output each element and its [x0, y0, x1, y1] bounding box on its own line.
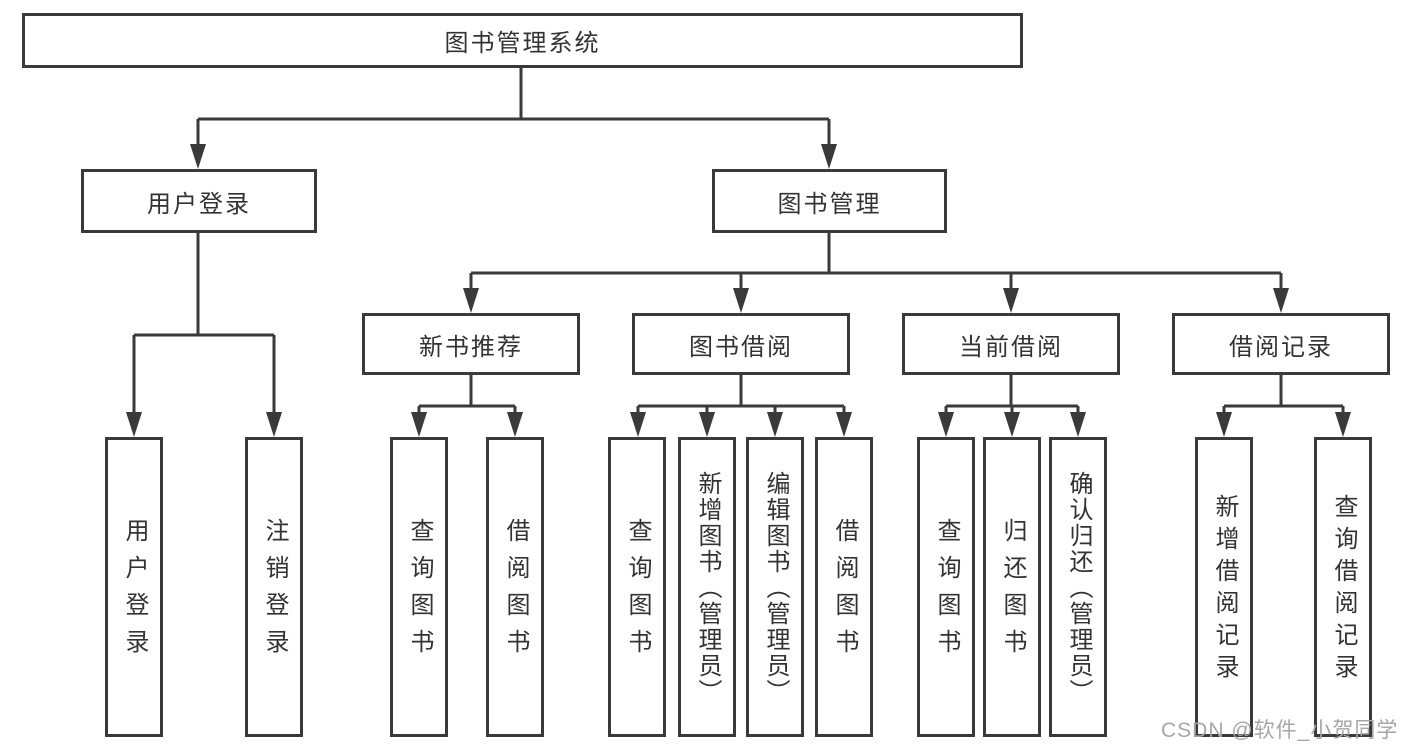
node-label: 图书管理	[777, 190, 882, 218]
node-book-management: 图书管理	[712, 169, 947, 233]
leaf-logout: 注销登录	[245, 437, 303, 737]
node-label: 新书推荐	[419, 333, 523, 361]
csdn-watermark: CSDN @软件_小贺同学	[1161, 719, 1399, 742]
node-label: 用户登录	[147, 190, 251, 218]
node-library-system: 图书管理系统	[22, 13, 1023, 68]
leaf-add-books-admin: 新增图书（管理员）	[678, 437, 736, 737]
leaf-query-borrow-record: 查询借阅记录	[1314, 437, 1372, 737]
leaf-label: 新增图书（管理员）	[694, 470, 721, 705]
node-current-borrow: 当前借阅	[902, 313, 1120, 375]
leaf-user-login: 用户登录	[105, 437, 163, 737]
leaf-label: 查询图书	[624, 517, 651, 666]
node-label: 图书借阅	[689, 333, 793, 361]
leaf-borrow-books: 借阅图书	[815, 437, 873, 737]
leaf-label: 用户登录	[121, 517, 148, 666]
leaf-edit-books-admin: 编辑图书（管理员）	[746, 437, 804, 737]
node-user-login: 用户登录	[81, 169, 317, 233]
leaf-add-borrow-record: 新增借阅记录	[1195, 437, 1253, 737]
leaf-label: 编辑图书（管理员）	[762, 470, 789, 705]
node-book-borrow: 图书借阅	[632, 313, 850, 375]
leaf-label: 确认归还（管理员）	[1065, 470, 1092, 705]
leaf-label: 注销登录	[261, 517, 288, 666]
node-label: 当前借阅	[959, 333, 1063, 361]
node-borrow-records: 借阅记录	[1172, 313, 1390, 375]
leaf-borrow-books-recommend: 借阅图书	[486, 437, 544, 737]
leaf-label: 借阅图书	[831, 517, 858, 666]
leaf-label: 查询图书	[933, 517, 960, 666]
leaf-query-books-borrow: 查询图书	[608, 437, 666, 737]
leaf-label: 新增借阅记录	[1211, 493, 1238, 686]
node-new-book-recommend: 新书推荐	[362, 313, 580, 375]
leaf-label: 查询图书	[406, 517, 433, 666]
leaf-label: 借阅图书	[502, 517, 529, 666]
node-label: 图书管理系统	[444, 30, 601, 57]
leaf-return-books: 归还图书	[983, 437, 1041, 737]
leaf-query-books-current: 查询图书	[917, 437, 975, 737]
leaf-label: 查询借阅记录	[1330, 493, 1357, 686]
leaf-label: 归还图书	[999, 517, 1026, 666]
node-label: 借阅记录	[1229, 333, 1333, 361]
leaf-query-books-recommend: 查询图书	[390, 437, 448, 737]
leaf-confirm-return-admin: 确认归还（管理员）	[1049, 437, 1107, 737]
